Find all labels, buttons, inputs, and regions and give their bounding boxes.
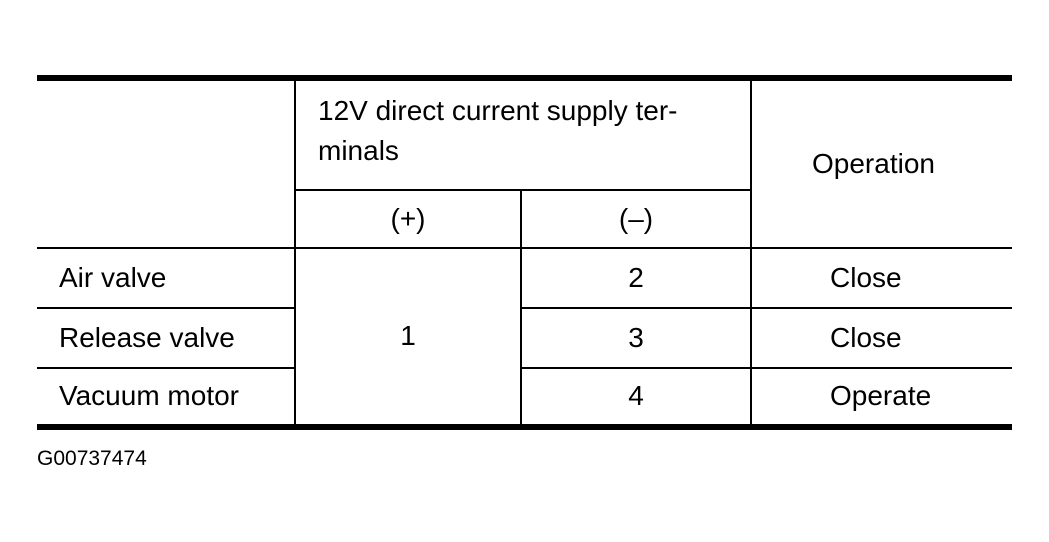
operation-air-valve: Close [751, 247, 1012, 309]
operation-release-valve: Close [751, 308, 1012, 369]
operation-vacuum-motor: Operate [830, 380, 932, 412]
component-release-valve: Release valve [37, 308, 296, 369]
minus-terminal-air-valve: 2 [521, 247, 752, 309]
plus-terminal-header: (+) [295, 190, 522, 248]
minus-terminal-header: (–) [521, 190, 752, 248]
supply-terminals-header: 12V direct current supply ter- minals [295, 78, 752, 191]
figure-id: G00737474 [37, 447, 147, 470]
supply-terminals-line-1: 12V direct current supply ter- [318, 95, 678, 126]
terminal-operation-table: 12V direct current supply ter- minals Op… [37, 75, 1012, 430]
minus-terminal-release-valve: 3 [521, 308, 752, 369]
component-vacuum-motor: Vacuum motor [37, 368, 296, 427]
blank-header-cell [37, 78, 296, 248]
minus-terminal-vacuum-motor: 4 [521, 368, 752, 427]
supply-terminals-line-2: minals [318, 135, 399, 166]
shared-plus-terminal: 1 [295, 247, 522, 427]
operation-header: Operation [812, 147, 935, 179]
component-air-valve: Air valve [37, 247, 296, 309]
